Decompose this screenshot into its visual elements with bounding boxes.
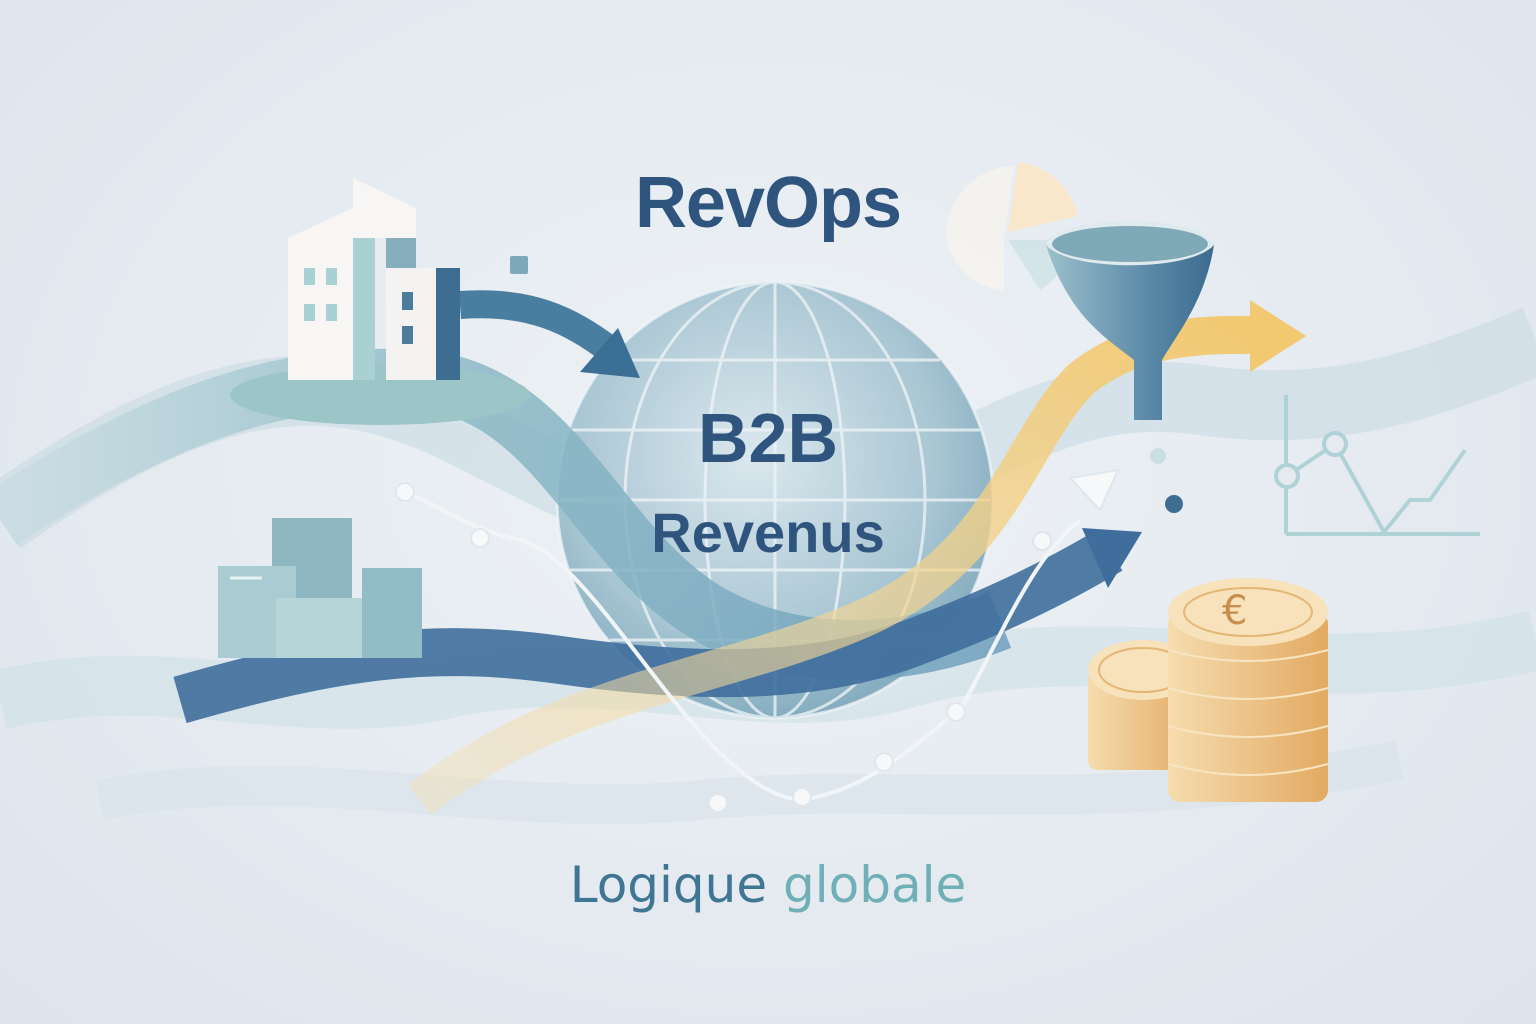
coin-stack-icon — [1088, 578, 1329, 802]
tagline-word-logique: Logique — [569, 856, 768, 914]
pie-chart-icon — [946, 162, 1078, 290]
tagline-word-globale: globale — [783, 856, 967, 914]
title-revops: RevOps — [634, 163, 902, 243]
trend-dots — [395, 468, 1120, 813]
line-chart-icon — [1274, 395, 1480, 536]
buildings-icon — [230, 178, 530, 425]
funnel-icon — [1046, 221, 1214, 513]
buildings-arrow — [459, 290, 640, 378]
heading-b2b: B2B — [697, 399, 839, 477]
heading-revenus: Revenus — [651, 501, 885, 564]
boxes-icon — [218, 518, 422, 658]
euro-symbol-icon: € — [1222, 588, 1248, 634]
tagline: Logique globale — [0, 856, 1536, 914]
